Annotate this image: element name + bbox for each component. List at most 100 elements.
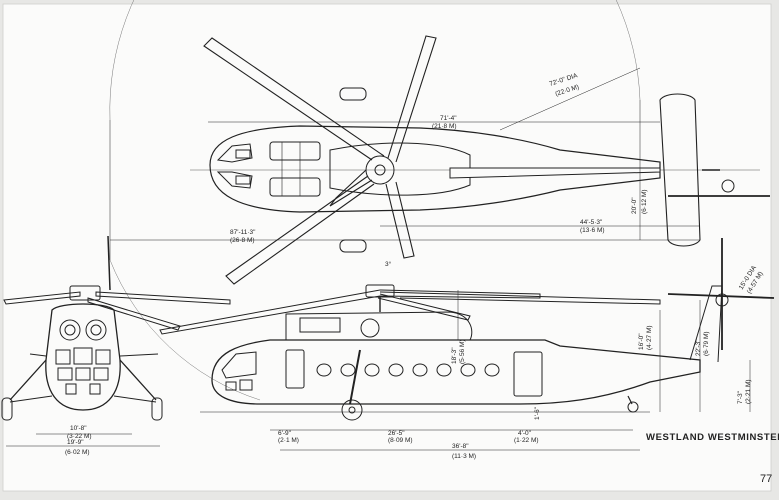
front-intake-l-inner: [64, 324, 76, 336]
page-mark: 77: [760, 473, 772, 485]
plan-tail-rotor-hub: [721, 179, 735, 193]
side-view: [159, 238, 775, 451]
plan-rotor-hub-centre: [374, 164, 386, 176]
front-fuselage: [45, 303, 121, 411]
side-window: [460, 363, 476, 377]
plan-view: [109, 0, 770, 401]
front-gear-brace-r: [113, 395, 157, 403]
side-window: [316, 363, 332, 377]
front-wheel-r: [151, 397, 163, 421]
front-rotor-blade-up: [107, 235, 111, 291]
front-windscreen: [93, 367, 109, 381]
paper: [2, 3, 772, 492]
front-windscreen: [95, 349, 111, 365]
front-gear-strut-r: [119, 359, 157, 401]
side-tail-fin: [689, 285, 723, 363]
front-wheel-l: [1, 397, 13, 421]
front-rotor-blade-down: [87, 297, 181, 331]
side-rotor-blade-down: [377, 293, 471, 321]
front-view: [1, 235, 231, 447]
dim-width-m: (6·02 M): [65, 449, 90, 456]
dim-hub-height: 18'-3": [451, 347, 458, 364]
front-rotor-head: [69, 285, 101, 301]
plan-rotor-blade-5: [329, 169, 373, 207]
side-rotor-blade-front: [159, 289, 541, 335]
front-gear-brace-l: [9, 395, 53, 403]
side-window: [484, 363, 500, 377]
side-intake: [299, 317, 341, 333]
plan-fuselage: [209, 125, 661, 213]
side-front-door: [285, 349, 305, 389]
plan-cockpit-window-r: [216, 171, 253, 189]
plan-rotor-blade-3: [225, 175, 375, 285]
dim-wheelbase-m: (8·09 M): [388, 437, 413, 444]
dim-tail-height-m: (2·21 M): [745, 379, 752, 404]
side-window: [340, 363, 356, 377]
front-rotor-blade-r: [95, 291, 231, 305]
dim-overall-len-m: (26·8 M): [230, 237, 255, 244]
side-cabin-windows: [316, 363, 500, 377]
dim-hub-height-m: (5·56 M): [459, 339, 466, 364]
dim-fuselage-side: 36'-8": [452, 443, 469, 450]
dim-width: 19'-9": [67, 439, 84, 446]
front-intake-l: [59, 319, 81, 341]
side-main-gear-strut: [349, 349, 361, 405]
dim-fuselage-len: 71'-4": [440, 115, 457, 122]
side-tail-rotor-blade-h: [667, 293, 775, 299]
drawing-title: WESTLAND WESTMINSTER: [646, 432, 779, 443]
front-windscreen: [55, 349, 71, 365]
side-exhaust: [360, 318, 380, 338]
dim-tail-span: 20'-0": [631, 197, 638, 214]
dim-rear-offset-m: (1·22 M): [514, 437, 539, 444]
dim-overall-len: 87'-11·3": [230, 229, 256, 236]
plan-tail-boom: [449, 167, 661, 179]
dim-cabin-height-m: (4·27 M): [646, 325, 653, 350]
side-main-wheel-hub: [348, 406, 356, 414]
plan-window: [235, 175, 251, 185]
plan-cockpit-window-l: [216, 143, 253, 163]
dim-leader-rotor: [499, 67, 641, 131]
side-rear-door: [513, 351, 543, 397]
front-intake-r-inner: [90, 324, 102, 336]
dim-wheel-ground: 1'-6": [534, 406, 541, 420]
front-rotor-blade-l: [3, 291, 81, 305]
side-window: [388, 363, 404, 377]
front-gear-strut-l: [9, 359, 47, 401]
plan-cabin-hatch: [269, 177, 321, 197]
front-step: [29, 353, 47, 357]
dim-tail-rotor-height-m: (6·79 M): [703, 331, 710, 356]
dim-nose-wheel: 6'-9": [278, 430, 292, 437]
front-dimensions: 10'-8" (3·22 M) 19'-9" (6·02 M): [65, 425, 92, 456]
dim-cabin-height: 16'-0": [638, 333, 645, 350]
dim-rotor-angle: 3°: [385, 260, 392, 268]
side-fuselage: [211, 339, 701, 405]
dim-tail-span-m: (6·12 M): [641, 189, 648, 214]
dim-rear-offset: 4'-0": [518, 430, 532, 437]
dim-track-m: (3·22 M): [67, 433, 92, 440]
front-windscreen: [75, 367, 91, 381]
plan-rotor-blade-4: [385, 181, 415, 259]
side-rotor-blade-rear: [379, 291, 661, 305]
plan-wheel: [339, 87, 367, 101]
front-step: [119, 353, 159, 357]
dim-fuselage-len-m: (21·8 M): [432, 123, 457, 130]
side-cockpit-window: [221, 351, 257, 379]
dim-boom-len: 44'-5·3": [580, 219, 603, 226]
front-nose-window: [65, 383, 77, 395]
dim-boom-len-m: (13·6 M): [580, 227, 605, 234]
dim-fuselage-side-m: (11·3 M): [452, 453, 476, 460]
dim-tail-rotor-height: 22'-3": [695, 339, 702, 356]
plan-window: [235, 149, 251, 159]
front-nose-window: [89, 383, 101, 395]
front-windscreen: [73, 347, 93, 365]
plan-cabin-hatch: [269, 141, 321, 161]
side-window: [364, 363, 380, 377]
front-windscreen: [57, 367, 73, 381]
front-intake-r: [85, 319, 107, 341]
side-tail-wheel: [627, 401, 639, 413]
dim-wheelbase: 26'-5": [388, 430, 405, 437]
dim-track: 10'-8": [70, 425, 87, 432]
dim-tail-height: 7'-3": [737, 390, 744, 404]
dim-nose-wheel-m: (2·1 M): [278, 437, 299, 444]
